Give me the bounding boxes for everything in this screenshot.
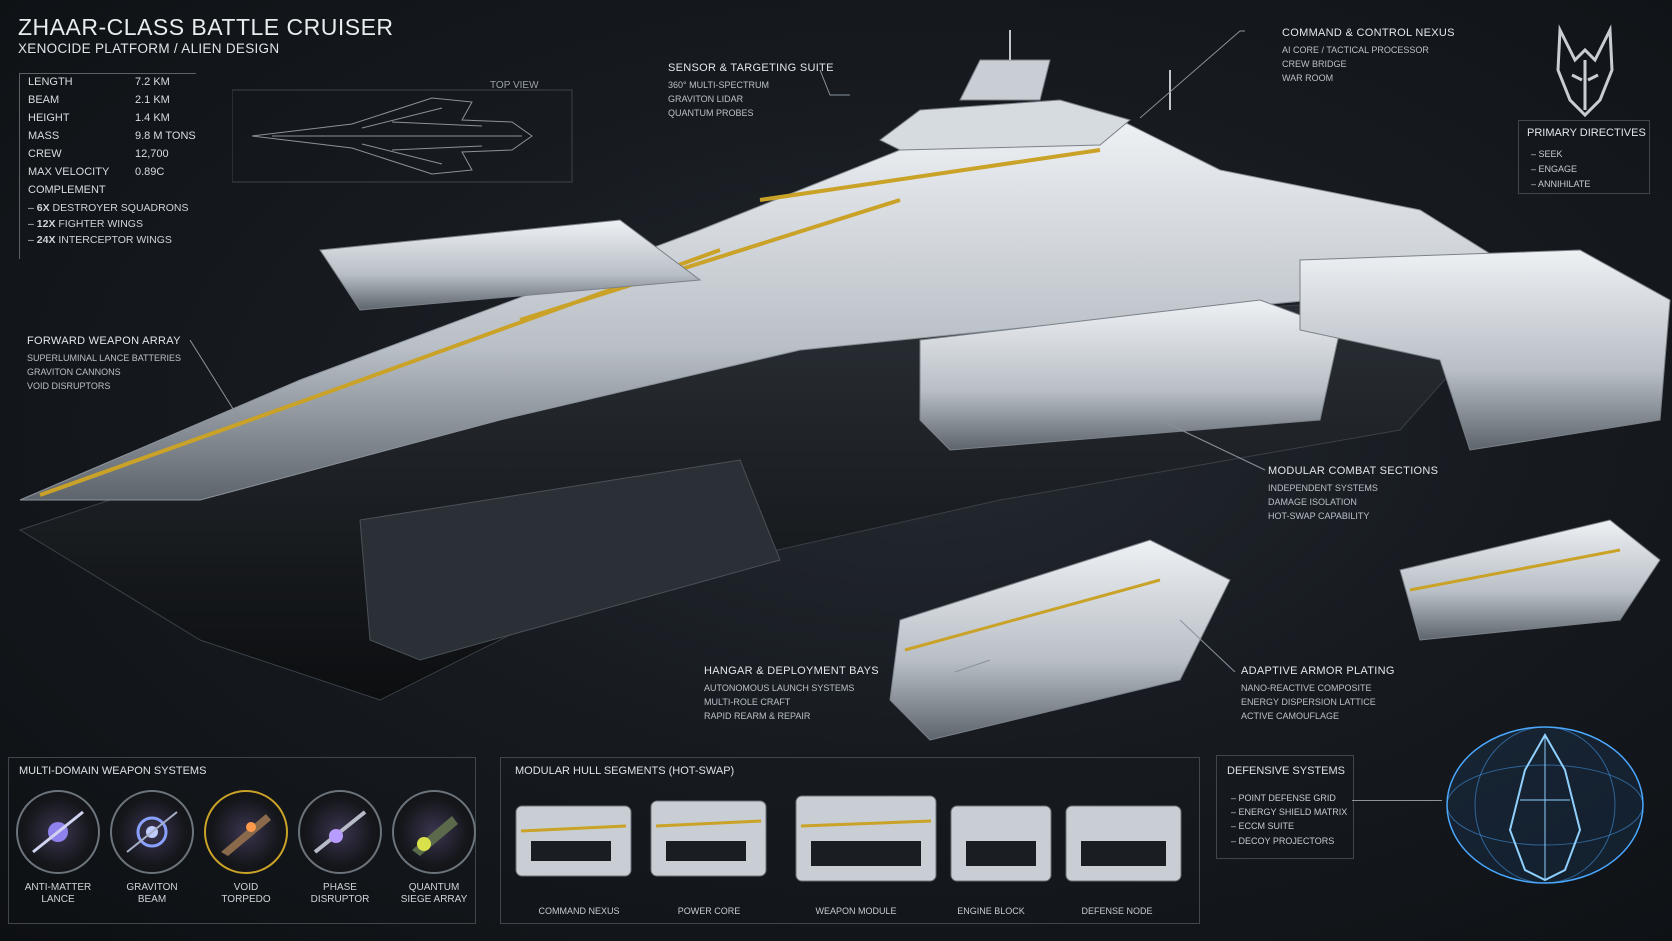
spec-value: 2.1 KM [135, 94, 170, 106]
callout-line: INDEPENDENT SYSTEMS [1268, 483, 1378, 493]
spec-value: 0.89C [135, 166, 165, 178]
callout-title: SENSOR & TARGETING SUITE [668, 62, 834, 74]
callout-modular-combat: MODULAR COMBAT SECTIONS INDEPENDENT SYST… [1268, 465, 1438, 523]
weapon-icon [16, 790, 100, 874]
callout-title: COMMAND & CONTROL NEXUS [1282, 27, 1455, 39]
spec-value: 12,700 [135, 148, 169, 160]
callout-line: MULTI-ROLE CRAFT [704, 697, 791, 707]
weapon-icon [392, 790, 476, 874]
callout-line: GRAVITON LIDAR [668, 94, 744, 104]
callout-hangar: HANGAR & DEPLOYMENT BAYS AUTONOMOUS LAUN… [704, 665, 879, 723]
segment-label: POWER CORE [677, 906, 741, 916]
callout-line: CREW BRIDGE [1282, 59, 1347, 69]
defense-item: – ECCM SUITE [1231, 821, 1295, 831]
weapon-icon [298, 790, 382, 874]
segment-label: COMMAND NEXUS [538, 906, 620, 916]
complement-item: – 12X FIGHTER WINGS [28, 218, 143, 230]
defense-leader-line [1352, 800, 1442, 801]
callout-armor: ADAPTIVE ARMOR PLATING NANO-REACTIVE COM… [1241, 665, 1395, 723]
spec-value: 9.8 M TONS [135, 130, 196, 142]
callout-title: HANGAR & DEPLOYMENT BAYS [704, 665, 879, 677]
callout-line: NANO-REACTIVE COMPOSITE [1241, 683, 1372, 693]
hull-panel-title: MODULAR HULL SEGMENTS (HOT-SWAP) [515, 765, 735, 777]
spec-label: BEAM [28, 94, 60, 106]
spec-row-crew: CREW 12,700 [28, 148, 198, 160]
spec-row-length: LENGTH 7.2 KM [28, 76, 198, 88]
callout-command: COMMAND & CONTROL NEXUS AI CORE / TACTIC… [1282, 27, 1455, 85]
callout-line: AI CORE / TACTICAL PROCESSOR [1282, 45, 1429, 55]
callout-title: ADAPTIVE ARMOR PLATING [1241, 665, 1395, 677]
complement-item: – 24X INTERCEPTOR WINGS [28, 234, 172, 246]
callout-line: ACTIVE CAMOUFLAGE [1241, 711, 1340, 721]
spec-label: MASS [28, 130, 60, 142]
directive-item: – ENGAGE [1531, 164, 1578, 174]
callout-line: ENERGY DISPERSION LATTICE [1241, 697, 1376, 707]
callout-line: RAPID REARM & REPAIR [704, 711, 811, 721]
callout-line: 360° MULTI-SPECTRUM [668, 80, 769, 90]
spec-label: CREW [28, 148, 62, 160]
directives-panel: PRIMARY DIRECTIVES – SEEK – ENGAGE – ANN… [1518, 120, 1650, 194]
hull-segments-panel: MODULAR HULL SEGMENTS (HOT-SWAP) COMMAND… [500, 757, 1200, 924]
callout-line: GRAVITON CANNONS [27, 367, 121, 377]
callout-line: DAMAGE ISOLATION [1268, 497, 1357, 507]
complement-item: – 6X DESTROYER SQUADRONS [28, 202, 189, 214]
callout-title: FORWARD WEAPON ARRAY [27, 335, 181, 347]
callout-sensor: SENSOR & TARGETING SUITE 360° MULTI-SPEC… [668, 62, 834, 120]
battle-cruiser-illustration [18, 30, 1671, 741]
callout-line: WAR ROOM [1282, 73, 1334, 83]
page-subtitle: XENOCIDE PLATFORM / ALIEN DESIGN [18, 41, 280, 56]
callout-line: HOT-SWAP CAPABILITY [1268, 511, 1370, 521]
spec-value: 1.4 KM [135, 112, 170, 124]
defense-panel-title: DEFENSIVE SYSTEMS [1227, 765, 1345, 777]
weapons-panel-title: MULTI-DOMAIN WEAPON SYSTEMS [19, 765, 207, 777]
shield-hologram-icon [1446, 726, 1644, 884]
weapon-icon [204, 790, 288, 874]
spec-value: 7.2 KM [135, 76, 170, 88]
spec-row-mass: MASS 9.8 M TONS [28, 130, 198, 142]
directives-title: PRIMARY DIRECTIVES [1527, 127, 1646, 139]
segment-label: ENGINE BLOCK [957, 906, 1025, 916]
callout-line: SUPERLUMINAL LANCE BATTERIES [27, 353, 182, 363]
defense-item: – DECOY PROJECTORS [1231, 836, 1335, 846]
top-view-silhouette [231, 89, 573, 183]
complement-label: COMPLEMENT [28, 184, 106, 196]
segment-label: DEFENSE NODE [1081, 906, 1153, 916]
defense-item: – ENERGY SHIELD MATRIX [1231, 807, 1348, 817]
spec-row-beam: BEAM 2.1 KM [28, 94, 198, 106]
callout-forward-weapons: FORWARD WEAPON ARRAY SUPERLUMINAL LANCE … [27, 335, 181, 393]
weapon-icon [110, 790, 194, 874]
directive-item: – SEEK [1531, 149, 1563, 159]
page-title: ZHAAR-CLASS BATTLE CRUISER [18, 14, 394, 40]
spec-row-height: HEIGHT 1.4 KM [28, 112, 198, 124]
hull-segments-images [515, 795, 1182, 882]
spec-panel: LENGTH 7.2 KM BEAM 2.1 KM HEIGHT 1.4 KM MAS… [19, 73, 196, 259]
callout-line: VOID DISRUPTORS [27, 381, 111, 391]
callout-title: MODULAR COMBAT SECTIONS [1268, 465, 1439, 477]
callout-line: QUANTUM PROBES [668, 108, 754, 118]
spec-label: MAX VELOCITY [28, 166, 110, 178]
top-view-label: TOP VIEW [490, 80, 539, 91]
spec-label: LENGTH [28, 76, 73, 88]
defense-item: – POINT DEFENSE GRID [1231, 793, 1336, 803]
segment-label: WEAPON MODULE [815, 906, 897, 916]
defensive-systems-panel: DEFENSIVE SYSTEMS – POINT DEFENSE GRID –… [1216, 755, 1354, 859]
callout-line: AUTONOMOUS LAUNCH SYSTEMS [704, 683, 855, 693]
alien-emblem-icon [1540, 20, 1630, 120]
spec-label: HEIGHT [28, 112, 70, 124]
directive-item: – ANNIHILATE [1531, 179, 1591, 189]
spec-row-velocity: MAX VELOCITY 0.89C [28, 166, 198, 178]
top-view-diagram: TOP VIEW [231, 80, 612, 186]
